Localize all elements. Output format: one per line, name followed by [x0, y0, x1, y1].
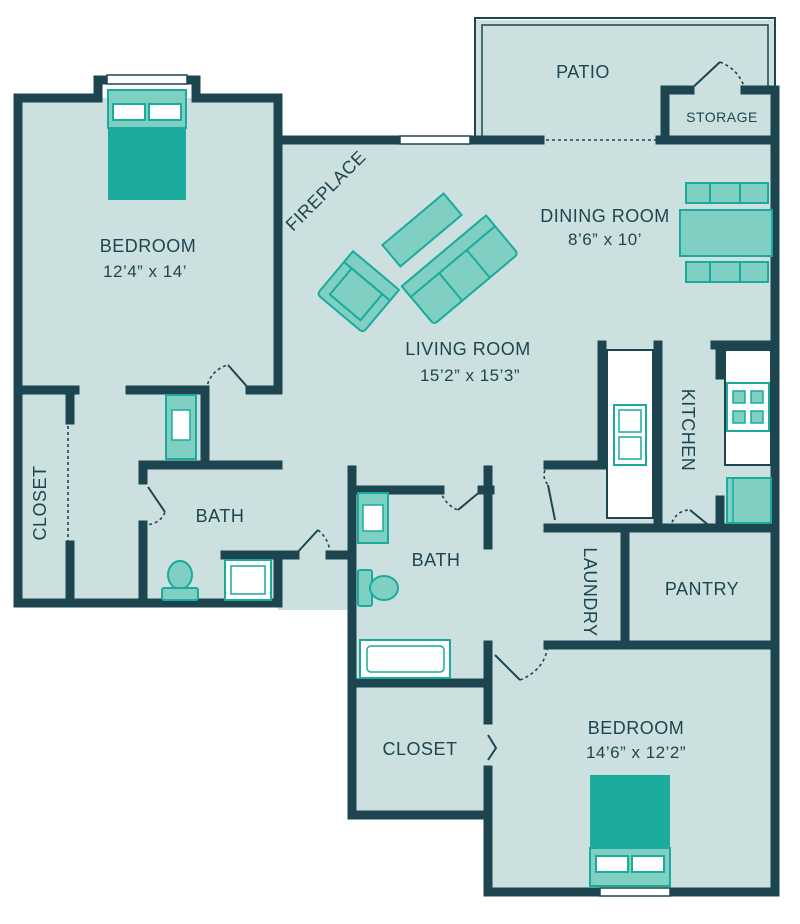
sofa-icon [400, 214, 518, 324]
room-name-patio: PATIO [556, 62, 610, 82]
room-name-closet-2: CLOSET [382, 739, 457, 759]
sink-icon [165, 394, 197, 460]
toilet-icon [161, 560, 199, 601]
windows [106, 74, 671, 897]
room-name-bath-1: BATH [196, 506, 245, 526]
room-name-storage: STORAGE [686, 109, 758, 125]
room-size-bedroom-1: 12’4” x 14’ [103, 262, 187, 281]
armchair-icon [317, 249, 401, 333]
sink-icon [613, 404, 647, 466]
room-size-bedroom-2: 14’6” x 12’2” [586, 743, 686, 762]
walls [13, 75, 780, 897]
bed-icon [107, 89, 187, 200]
stove-icon [726, 382, 770, 432]
room-name-bedroom-2: BEDROOM [588, 718, 685, 738]
room-name-living: LIVING ROOM [405, 339, 531, 359]
bathtub-icon [359, 639, 451, 679]
sink-icon [357, 492, 389, 544]
room-name-laundry: LAUNDRY [580, 547, 600, 636]
room-name-bath-2: BATH [412, 550, 461, 570]
bed-icon [589, 775, 671, 887]
room-name-closet-1: CLOSET [30, 465, 50, 540]
patio-railing [474, 17, 776, 140]
dining-table-icon [679, 182, 773, 283]
coffee-table-icon [380, 192, 464, 268]
room-name-kitchen: KITCHEN [678, 389, 698, 472]
room-size-living: 15’2” x 15’3” [420, 366, 520, 385]
room-size-dining: 8’6” x 10’ [568, 230, 642, 249]
room-name-dining: DINING ROOM [540, 206, 670, 226]
toilet-icon [357, 569, 399, 607]
room-name-bedroom-1: BEDROOM [100, 236, 197, 256]
room-name-pantry: PANTRY [665, 579, 739, 599]
room-labels: PATIO STORAGE FIREPLACE DINING ROOM 8’6”… [30, 62, 758, 762]
doors [67, 61, 746, 761]
shower-icon [224, 559, 272, 601]
fridge-icon [726, 477, 772, 524]
